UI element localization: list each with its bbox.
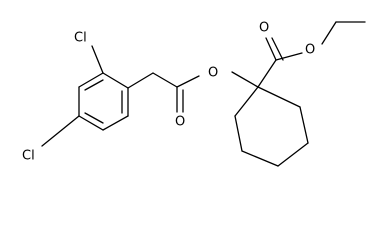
atom-label-cl-upper: Cl [74, 31, 87, 46]
atom-label-o-ester: O [208, 66, 218, 81]
benzene-ring [78, 72, 129, 131]
ethyl-ester [257, 21, 366, 88]
cyclohexane-ring [234, 86, 309, 167]
chemical-structure: Cl Cl O O O O [22, 21, 366, 167]
atom-label-o-carbonyl-right: O [259, 21, 269, 36]
atom-label-o-ethoxy: O [305, 43, 315, 58]
chloro-substituents [41, 45, 104, 147]
acetate-chain [127, 71, 259, 113]
atom-label-o-carbonyl-left: O [175, 115, 185, 130]
atom-label-cl-lower: Cl [22, 149, 35, 164]
